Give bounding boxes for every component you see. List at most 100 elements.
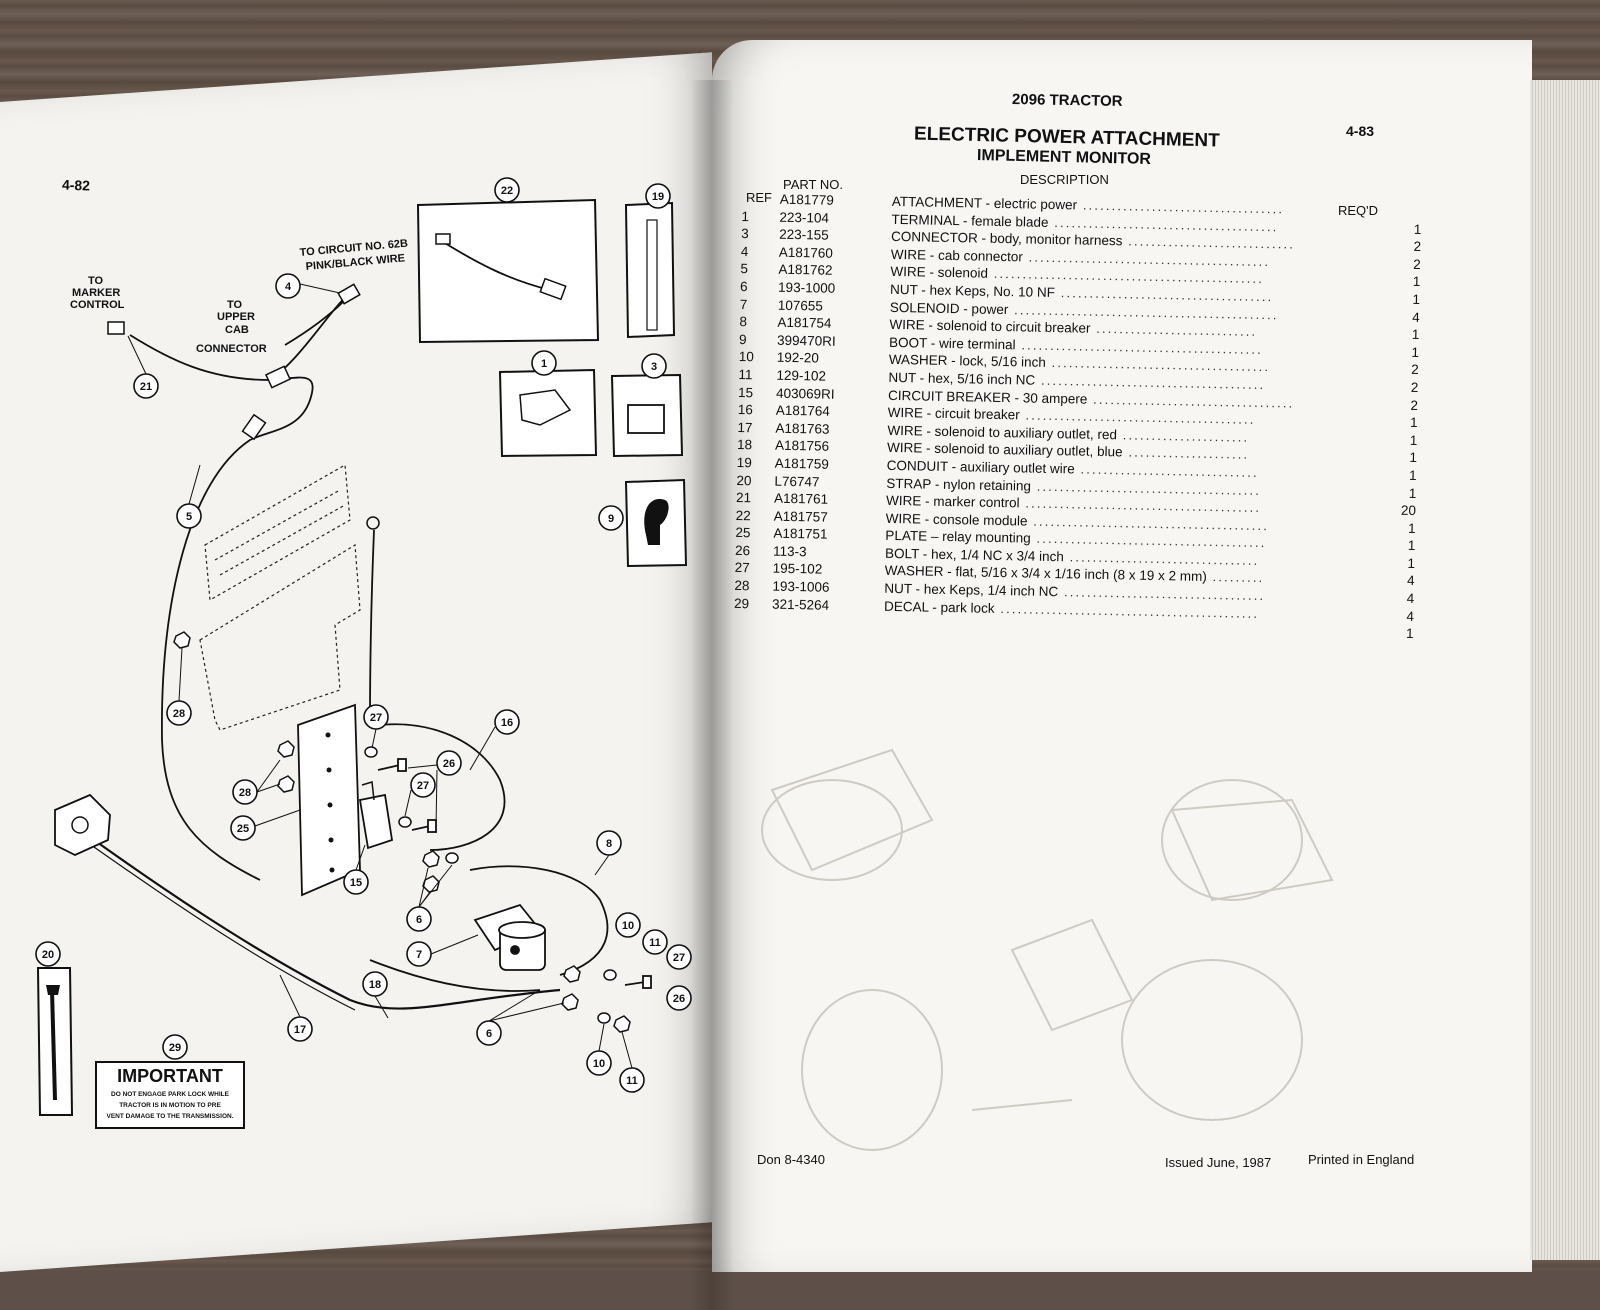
callout-18: 18 (369, 979, 381, 991)
parts-qty: 1 (1410, 414, 1418, 431)
footer-printed: Printed in England (1308, 1152, 1415, 1167)
callout-11: 11 (649, 937, 661, 949)
parts-qty: 2 (1410, 379, 1419, 395)
callout-15: 15 (350, 877, 362, 889)
svg-text:IMPORTANT: IMPORTANT (117, 1066, 223, 1086)
inset-22 (416, 198, 600, 344)
parts-qty: 1 (1407, 555, 1416, 571)
parts-ref: 9 (738, 331, 747, 347)
callout-16: 16 (501, 717, 513, 729)
callout-3: 3 (651, 361, 657, 373)
callout-26b: 26 (673, 993, 685, 1005)
parts-ref: 10 (738, 349, 754, 365)
parts-part-no: 195-102 (772, 561, 823, 578)
parts-qty: 4 (1406, 590, 1415, 607)
parts-ref: 20 (736, 472, 752, 488)
parts-qty: 4 (1412, 309, 1420, 325)
parts-part-no: A181760 (778, 244, 834, 261)
parts-ref: 8 (739, 314, 748, 330)
parts-ref: 4 (740, 243, 749, 259)
label-cab: CAB (225, 324, 249, 336)
callout-29: 29 (169, 1042, 181, 1054)
parts-part-no: 403069RI (775, 385, 835, 402)
parts-qty: 1 (1409, 432, 1418, 448)
parts-part-no: A181759 (774, 455, 829, 472)
wiring-diagram: 22 19 4 21 1 3 5 9 28 27 16 26 28 25 27 … (35, 177, 692, 1129)
parts-qty: 2 (1410, 397, 1419, 413)
parts-qty: 1 (1408, 485, 1417, 501)
parts-ref: 25 (735, 525, 751, 541)
parts-ref: 18 (736, 437, 753, 453)
parts-ref: 11 (738, 366, 753, 383)
power-solenoid (473, 903, 546, 971)
parts-ref: 26 (734, 542, 751, 559)
bleed-through-artwork (761, 748, 1334, 1151)
parts-ref: 5 (740, 261, 749, 277)
parts-ref: 22 (735, 507, 751, 523)
footer-doc: Don 8-4340 (757, 1152, 825, 1167)
parts-ref: 6 (740, 278, 748, 295)
footer-issued: Issued June, 1987 (1165, 1155, 1272, 1170)
right-header: 2096 TRACTOR (1011, 91, 1123, 110)
col-description: DESCRIPTION (1020, 172, 1109, 187)
callout-9: 9 (608, 513, 614, 525)
parts-qty: 1 (1409, 450, 1418, 466)
callout-6: 6 (416, 914, 422, 926)
parts-part-no: A181757 (773, 508, 828, 525)
callout-22: 22 (501, 185, 513, 197)
parts-part-no: 129-102 (776, 367, 827, 384)
open-manual (0, 40, 1600, 1310)
label-connector: CONNECTOR (196, 343, 267, 355)
parts-part-no: A181762 (778, 262, 833, 279)
svg-text:TRACTOR IS IN MOTION TO PRE: TRACTOR IS IN MOTION TO PRE (119, 1102, 221, 1109)
label-upper: UPPER (217, 311, 255, 323)
parts-part-no: 321-5264 (771, 596, 830, 613)
right-page (712, 40, 1532, 1272)
parts-qty: 2 (1413, 256, 1421, 272)
marker-connector (107, 321, 125, 335)
parts-ref: 29 (733, 595, 750, 611)
parts-part-no: A181751 (773, 525, 828, 542)
parts-part-no: 193-1000 (777, 279, 836, 296)
svg-text:VENT DAMAGE TO THE TRANSMISSIO: VENT DAMAGE TO THE TRANSMISSION. (107, 1113, 234, 1120)
parts-qty: 1 (1408, 467, 1417, 483)
parts-qty: 1 (1407, 520, 1416, 536)
parts-ref: 21 (735, 490, 752, 506)
parts-qty (1402, 203, 1422, 221)
callout-8: 8 (606, 838, 612, 850)
parts-qty: 20 (1400, 502, 1417, 519)
parts-part-no: L76747 (774, 473, 820, 490)
book-gutter (690, 80, 734, 1310)
parts-qty: 2 (1413, 239, 1422, 255)
callout-10b: 10 (593, 1058, 605, 1070)
parts-ref: 17 (737, 419, 753, 435)
parts-part-no: A181756 (774, 437, 830, 455)
callout-20: 20 (42, 949, 54, 961)
page-edges (1530, 80, 1600, 1260)
callout-28b: 28 (239, 787, 251, 799)
svg-text:DO NOT ENGAGE PARK LOCK WHILE: DO NOT ENGAGE PARK LOCK WHILE (111, 1091, 230, 1098)
parts-part-no: 223-104 (779, 209, 830, 226)
col-reqd: REQ'D (1338, 203, 1379, 218)
right-page-number: 4-83 (1346, 123, 1375, 139)
callout-19: 19 (652, 191, 664, 203)
label-to-2: TO (227, 299, 243, 311)
parts-part-no: A181763 (775, 420, 830, 437)
parts-part-no: 193-1006 (772, 578, 830, 595)
callout-17: 17 (294, 1024, 306, 1036)
parts-qty: 1 (1412, 274, 1421, 290)
parts-qty: 1 (1413, 221, 1422, 237)
parts-ref: 27 (734, 560, 750, 576)
parts-ref: 16 (737, 402, 753, 418)
parts-part-no: 113-3 (772, 543, 807, 560)
callout-4: 4 (285, 281, 292, 293)
parts-ref: 7 (739, 296, 748, 312)
parts-part-no: A181779 (779, 191, 835, 208)
callout-27c: 27 (673, 952, 685, 964)
parts-ref: 19 (736, 454, 752, 471)
callout-27: 27 (370, 712, 382, 724)
parts-qty: 1 (1411, 344, 1420, 360)
parts-ref: 1 (741, 208, 750, 224)
callout-6b: 6 (486, 1028, 492, 1040)
parts-ref: 15 (737, 384, 754, 400)
